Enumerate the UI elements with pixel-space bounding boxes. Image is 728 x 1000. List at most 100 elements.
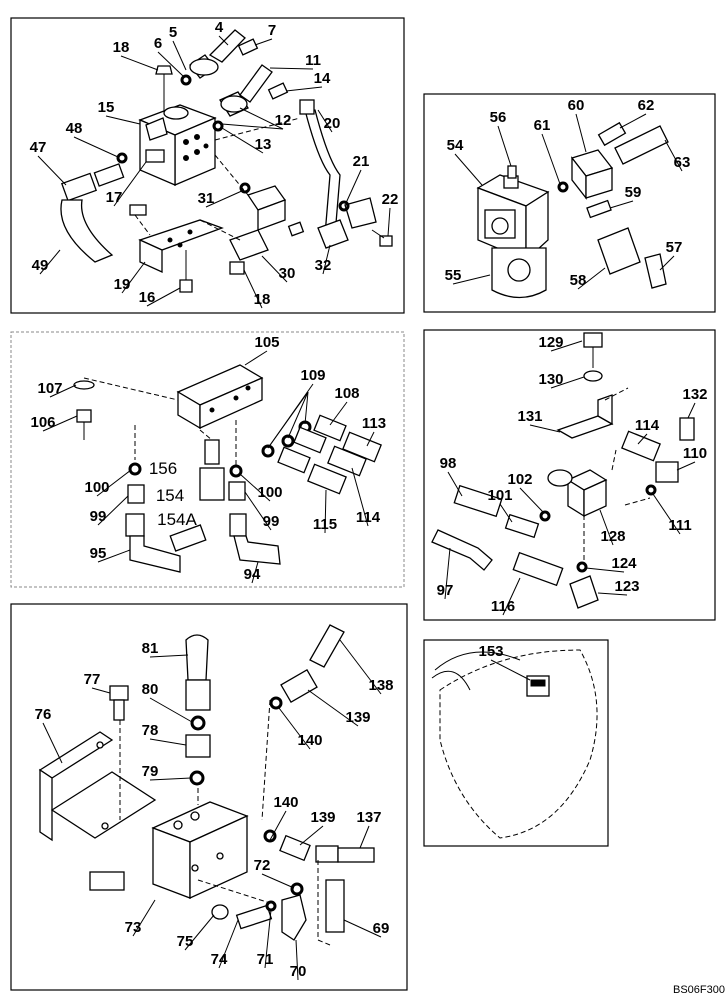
- callout-22: 22: [382, 191, 399, 208]
- leader-line: [597, 592, 628, 596]
- leader-line: [105, 115, 141, 125]
- callout-94: 94: [244, 566, 261, 583]
- callout-13: 13: [255, 136, 272, 153]
- callout-17: 17: [106, 189, 123, 206]
- callout-131: 131: [517, 408, 542, 425]
- leader-line: [278, 707, 311, 750]
- callout-116: 116: [491, 598, 515, 615]
- panel-middle-right-dashed-leaders: [583, 387, 651, 562]
- callout-11: 11: [305, 52, 321, 69]
- callout-80: 80: [142, 681, 159, 698]
- callout-4: 4: [215, 19, 224, 36]
- callout-99: 99: [263, 513, 280, 530]
- leader-line: [120, 55, 159, 71]
- leader-line: [676, 461, 696, 471]
- callout-77: 77: [84, 671, 101, 688]
- callout-111: 111: [668, 517, 691, 534]
- leader-line: [96, 469, 132, 497]
- drawing-reference: BS06F300: [673, 984, 725, 996]
- callout-31: 31: [198, 190, 215, 207]
- callout-56: 56: [490, 109, 507, 126]
- callout-19: 19: [114, 276, 131, 293]
- leader-line: [307, 689, 359, 727]
- callout-154A: 154A: [157, 510, 197, 529]
- leader-line: [575, 113, 587, 153]
- leader-line: [577, 267, 606, 290]
- filter-assembly-54: [476, 165, 569, 299]
- callout-20: 20: [324, 115, 341, 132]
- callout-107: 107: [37, 380, 62, 397]
- callout-95: 95: [90, 545, 107, 562]
- leader-line: [149, 738, 187, 746]
- leader-line: [239, 473, 271, 502]
- leader-line: [37, 155, 67, 186]
- panel-top-left-dashed-leaders: [134, 117, 301, 241]
- leader-line: [146, 287, 181, 307]
- leader-line: [149, 777, 192, 781]
- callout-58: 58: [570, 272, 587, 289]
- callout-123: 123: [614, 578, 639, 595]
- callout-60: 60: [568, 97, 585, 114]
- fittings-116-123-124: [512, 551, 599, 609]
- leader-line: [269, 810, 287, 841]
- leader-line: [97, 549, 131, 563]
- panel-middle-left-dashed-leaders: [83, 377, 237, 465]
- leader-line: [264, 909, 272, 969]
- leader-line: [254, 38, 273, 46]
- leader-line: [444, 547, 451, 600]
- callout-102: 102: [507, 471, 532, 488]
- callout-57: 57: [666, 239, 683, 256]
- callout-130: 130: [538, 371, 563, 388]
- callout-114: 114: [356, 509, 381, 526]
- leader-line: [599, 509, 614, 546]
- leader-line: [541, 133, 561, 185]
- leader-line: [218, 919, 239, 969]
- leader-line: [149, 654, 189, 658]
- callout-18: 18: [254, 291, 271, 308]
- leader-line: [659, 255, 675, 271]
- callout-140: 140: [273, 794, 298, 811]
- leader-line: [664, 139, 683, 172]
- callout-97: 97: [437, 582, 454, 599]
- leader-line: [295, 939, 299, 981]
- callout-99: 99: [90, 508, 107, 525]
- callout-110: 110: [683, 445, 707, 462]
- leader-line: [49, 384, 77, 398]
- callout-139: 139: [310, 809, 335, 826]
- leader-line: [267, 383, 314, 449]
- leader-line: [39, 249, 61, 275]
- leader-line: [637, 433, 648, 445]
- leader-line: [609, 200, 634, 209]
- valve-block-assembly-15: [129, 65, 224, 293]
- hose-47-49: [60, 152, 128, 263]
- callout-14: 14: [314, 70, 331, 87]
- callout-140: 140: [297, 732, 322, 749]
- leader-line: [244, 491, 272, 531]
- callout-115: 115: [313, 516, 337, 533]
- callout-49: 49: [32, 257, 49, 274]
- callout-138: 138: [368, 677, 393, 694]
- fittings-154-156: [127, 439, 246, 552]
- leader-line: [261, 873, 295, 889]
- leader-line: [113, 161, 147, 207]
- callout-7: 7: [268, 22, 276, 39]
- valve-128: [539, 469, 657, 522]
- callout-100: 100: [257, 484, 282, 501]
- callout-6: 6: [154, 35, 162, 52]
- callout-54: 54: [447, 137, 464, 154]
- bolt-77: [109, 685, 129, 721]
- fittings-69-70-71-72: [265, 879, 345, 941]
- panel-bottom-left-dashed-leaders: [119, 699, 331, 946]
- leader-line: [343, 919, 382, 938]
- callout-48: 48: [66, 120, 83, 137]
- leader-line: [687, 402, 696, 419]
- leader-line: [269, 67, 314, 70]
- leader-line: [42, 415, 78, 432]
- leader-line: [359, 825, 370, 849]
- tube-20-and-fittings: [299, 99, 393, 249]
- callout-32: 32: [315, 257, 332, 274]
- callout-132: 132: [682, 386, 707, 403]
- leader-lines: [37, 35, 696, 981]
- callout-78: 78: [142, 722, 159, 739]
- leader-line: [91, 687, 111, 694]
